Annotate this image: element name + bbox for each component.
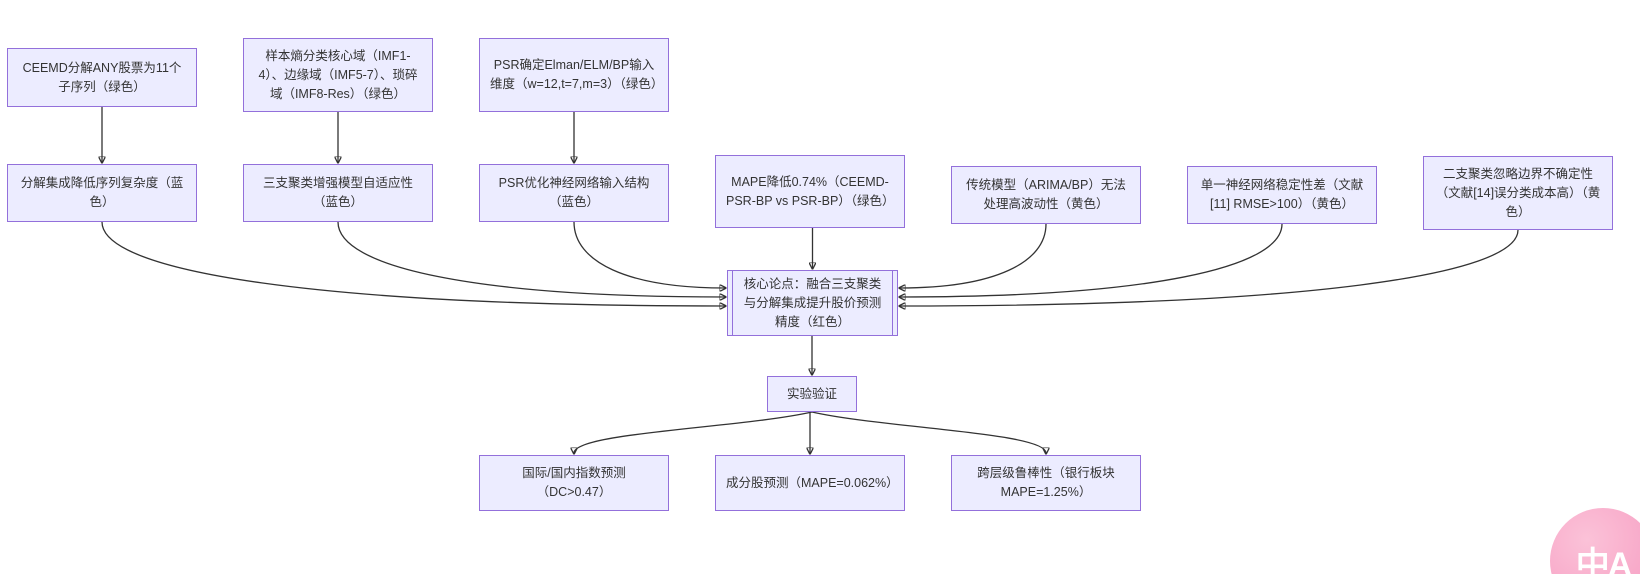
flow-node-r2: 成分股预测（MAPE=0.062%） [715,455,905,511]
flow-node-label: 三支聚类增强模型自适应性（蓝色） [262,176,413,209]
flow-node-label: 成分股预测（MAPE=0.062%） [726,475,899,490]
flow-node-label: 实验验证 [786,386,837,401]
flow-node-r1: 国际/国内指数预测（DC>0.47） [479,455,669,511]
flow-node-label: 国际/国内指数预测（DC>0.47） [522,466,626,499]
flow-node-n1: CEEMD分解ANY股票为11个子序列（绿色） [7,48,197,107]
flow-node-r3: 跨层级鲁棒性（银行板块 MAPE=1.25%） [951,455,1141,511]
flow-node-y1: 传统模型（ARIMA/BP）无法处理高波动性（黄色） [951,166,1141,224]
flow-node-label: CEEMD分解ANY股票为11个子序列（绿色） [22,60,182,94]
flow-node-label: 核心论点：融合三支聚类与分解集成提升股价预测精度（红色） [743,276,882,329]
flow-node-core: 核心论点：融合三支聚类与分解集成提升股价预测精度（红色） [727,270,898,336]
flow-node-label: MAPE降低0.74%（CEEMD-PSR-BP vs PSR-BP）（绿色） [726,174,895,208]
flow-node-y3: 二支聚类忽略边界不确定性（文献[14]误分类成本高）（黄色） [1423,156,1613,230]
edge-y2-to-core [900,223,1283,297]
flow-node-label: 二支聚类忽略边界不确定性（文献[14]误分类成本高）（黄色） [1435,166,1601,219]
edge-y3-to-core [900,229,1519,306]
edge-exp-to-r1 [574,411,813,453]
translate-badge-label: 中A [1575,545,1633,574]
flow-node-b2: 三支聚类增强模型自适应性（蓝色） [243,164,433,222]
flow-node-exp: 实验验证 [767,376,857,412]
flow-node-label: 样本熵分类核心域（IMF1-4）、边缘域（IMF5-7）、琐碎域（IMF8-Re… [258,48,418,101]
flow-node-n2: 样本熵分类核心域（IMF1-4）、边缘域（IMF5-7）、琐碎域（IMF8-Re… [243,38,433,112]
edge-b3-to-core [573,221,725,288]
edge-b1-to-core [101,221,725,306]
flow-node-label: PSR确定Elman/ELM/BP输入维度（w=12,t=7,m=3）（绿色） [490,58,664,91]
flow-node-g1: MAPE降低0.74%（CEEMD-PSR-BP vs PSR-BP）（绿色） [715,155,905,228]
flow-node-label: 分解集成降低序列复杂度（蓝色） [20,176,184,209]
flow-node-y2: 单一神经网络稳定性差（文献[11] RMSE>100）（黄色） [1187,166,1377,224]
flow-node-label: 跨层级鲁棒性（银行板块 MAPE=1.25%） [977,466,1115,499]
flow-node-b1: 分解集成降低序列复杂度（蓝色） [7,164,197,222]
flow-node-label: 传统模型（ARIMA/BP）无法处理高波动性（黄色） [966,178,1126,211]
flow-node-label: PSR优化神经网络输入结构（蓝色） [498,176,650,209]
flow-node-n3: PSR确定Elman/ELM/BP输入维度（w=12,t=7,m=3）（绿色） [479,38,669,112]
edge-exp-to-r3 [811,411,1046,453]
flow-node-label: 单一神经网络稳定性差（文献[11] RMSE>100）（黄色） [1200,178,1364,211]
edge-b2-to-core [337,221,725,297]
flow-node-b3: PSR优化神经网络输入结构（蓝色） [479,164,669,222]
edge-y1-to-core [900,223,1047,288]
